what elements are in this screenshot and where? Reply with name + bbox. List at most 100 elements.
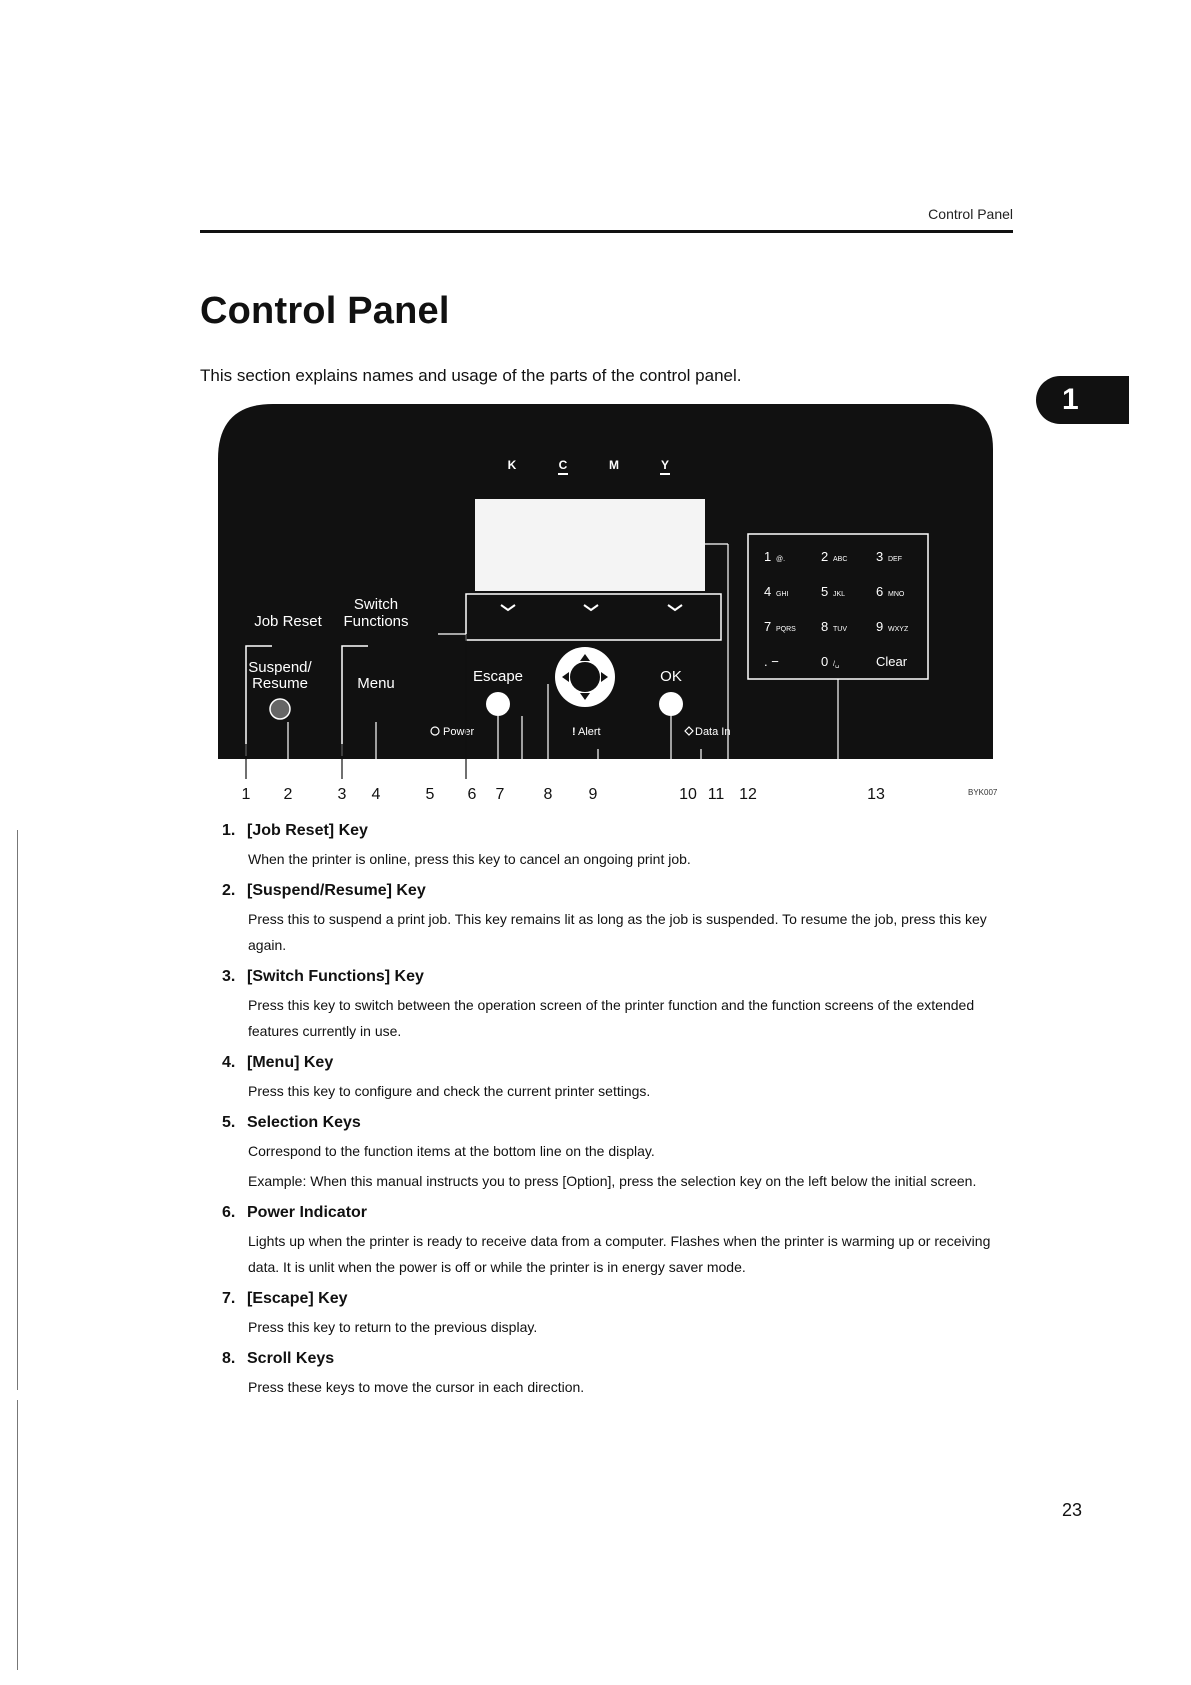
power-icon [430,726,440,736]
callout-7: 7 [496,786,505,803]
numeric-keypad: 1 @. 2 ABC 3 DEF 4 GHI 5 JKL 6 MNO 7 PQR… [764,549,909,669]
item-title: Power Indicator [247,1204,368,1221]
keypad-key-1-letters: @. [776,556,785,563]
item-title: [Switch Functions] Key [247,968,424,985]
item-title: Scroll Keys [247,1350,335,1367]
keypad-key-2[interactable]: 2 [821,549,828,564]
ok-key[interactable] [659,692,683,716]
callout-4: 4 [372,786,381,803]
job-reset-key-label: Job Reset [254,613,322,630]
figure-code: BYK007 [968,788,998,797]
keypad-key-0[interactable]: 0 [821,654,828,669]
suspend-resume-label-1: Suspend/ [248,659,312,676]
ok-key-label: OK [660,668,682,685]
item-number: 1. [222,822,236,839]
suspend-resume-key[interactable] [269,698,291,720]
item-number: 7. [222,1290,236,1307]
keypad-key-5[interactable]: 5 [821,584,828,599]
escape-key[interactable] [486,692,510,716]
item-title: [Escape] Key [247,1290,348,1307]
scroll-keys-center [570,662,600,692]
menu-key-label: Menu [357,675,395,692]
list-item: 2. [Suspend/Resume] Key Press this to sus… [222,882,1022,958]
control-panel-illustration: K C M Y Job Reset Switch Functions Suspe… [218,404,993,803]
scroll-down-icon [580,693,590,700]
item-text: Press this key to return to the previous… [248,1319,538,1335]
item-text: Press this to suspend a print job. This … [248,911,987,953]
callout-12: 12 [739,786,757,803]
item-title: Selection Keys [247,1114,361,1131]
item-number: 3. [222,968,236,985]
suspend-resume-label-2: Resume [252,675,308,692]
toner-label-m: M [609,458,619,472]
toner-indicator-c [558,473,568,475]
item-text: Press these keys to move the cursor in e… [248,1379,585,1395]
keypad-key-9-letters: WXYZ [888,626,909,633]
scroll-right-icon [601,672,608,682]
item-text: Press this key to configure and check th… [248,1083,651,1099]
callout-2: 2 [284,786,293,803]
selection-key-right[interactable] [667,604,683,612]
scroll-up-icon [580,654,590,661]
callout-9: 9 [589,786,598,803]
keypad-key-9[interactable]: 9 [876,619,883,634]
item-title: [Menu] Key [247,1054,334,1071]
toner-label-k: K [508,458,517,472]
callout-leaders [245,543,839,779]
switch-functions-bracket [341,645,368,756]
chapter-tab: 1 [1036,376,1129,424]
keypad-key-6-letters: MNO [888,591,905,598]
key-descriptions: 1.[Job Reset] Key When the printer is on… [222,822,1022,1410]
keypad-key-7[interactable]: 7 [764,619,771,634]
list-item: 7. [Escape] Key Press this key to return … [222,1290,1022,1340]
intro-paragraph: This section explains names and usage of… [200,366,742,385]
keypad-key-1[interactable]: 1 [764,549,771,564]
header-rule [200,230,1013,233]
item-title: [Job Reset] Key [247,822,368,839]
selection-keys-frame [465,593,722,641]
list-item: 3. [Switch Functions] Key Press this key … [222,968,1022,1044]
list-item: 5. Selection Keys Correspond to the funct… [222,1114,1022,1194]
running-header: Control Panel [928,206,1013,222]
selection-key-left[interactable] [500,604,516,612]
item-number: 8. [222,1350,236,1367]
scan-margin-line [17,1400,18,1670]
alert-indicator-label: Alert [578,726,601,738]
keypad-key-4[interactable]: 4 [764,584,771,599]
callout-1: 1 [242,786,251,803]
keypad-key-4-letters: GHI [776,591,789,598]
page-title: Control Panel [200,290,450,332]
selection-key-center[interactable] [583,604,599,612]
keypad-key-dot-minus[interactable]: . − [764,654,779,669]
keypad-key-6[interactable]: 6 [876,584,883,599]
job-reset-bracket [245,645,272,756]
item-title: [Suspend/Resume] Key [247,882,426,899]
alert-icon: ! [572,726,576,738]
list-item: 1.[Job Reset] Key When the printer is on… [222,822,1022,872]
keypad-key-3[interactable]: 3 [876,549,883,564]
callout-8: 8 [544,786,553,803]
keypad-key-3-letters: DEF [888,556,902,563]
page-number: 23 [1062,1500,1083,1520]
power-indicator-label: Power [443,726,475,738]
item-number: 2. [222,882,236,899]
list-item: 6.Power Indicator Lights up when the pri… [222,1204,1022,1280]
keypad-key-2-letters: ABC [833,556,847,563]
keypad-key-8[interactable]: 8 [821,619,828,634]
item-text: Press this key to switch between the ope… [248,997,975,1039]
keypad-key-5-letters: JKL [833,591,845,598]
list-item: 4. [Menu] Key Press this key to configure… [222,1054,1022,1104]
callout-13: 13 [867,786,885,803]
escape-key-label: Escape [473,668,523,685]
keypad-key-clear[interactable]: Clear [876,654,908,669]
lcd-display [475,499,705,591]
item-text: Correspond to the function items at the … [248,1143,655,1159]
callout-6: 6 [468,786,477,803]
callout-11: 11 [708,786,725,803]
control-panel-figure: K C M Y Job Reset Switch Functions Suspe… [218,404,998,809]
scroll-left-icon [562,672,569,682]
item-text: Example: When this manual instructs you … [248,1173,977,1189]
item-number: 4. [222,1054,236,1071]
item-number: 5. [222,1114,236,1131]
switch-functions-label-1: Switch [354,596,398,613]
